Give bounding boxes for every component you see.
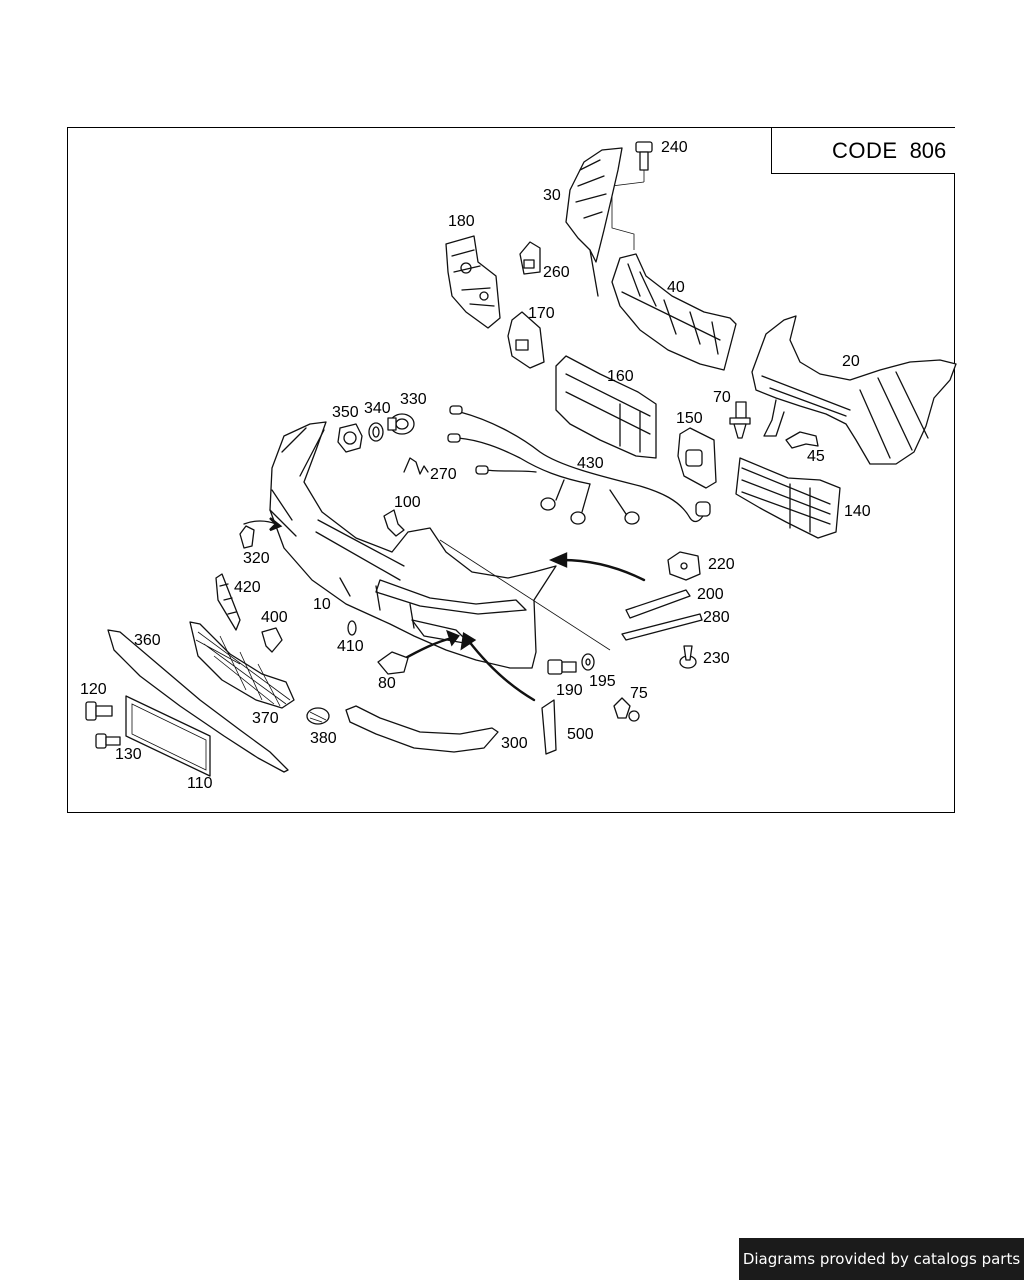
part-400-clip[interactable] xyxy=(261,627,283,653)
part-75-rivet[interactable] xyxy=(613,697,640,722)
part-130-screw[interactable] xyxy=(95,733,121,749)
callout-150[interactable]: 150 xyxy=(676,410,703,427)
callout-360[interactable]: 360 xyxy=(134,632,161,649)
part-195-washer[interactable] xyxy=(581,653,595,671)
part-320-cap[interactable] xyxy=(239,525,255,549)
footer-credit-badge[interactable]: Diagrams provided by catalogs parts xyxy=(739,1238,1024,1280)
part-180-bracket[interactable] xyxy=(445,235,501,329)
part-45-spacer[interactable] xyxy=(785,431,819,449)
callout-20[interactable]: 20 xyxy=(842,353,860,370)
callout-320[interactable]: 320 xyxy=(243,550,270,567)
callout-40[interactable]: 40 xyxy=(667,279,685,296)
callout-350[interactable]: 350 xyxy=(332,404,359,421)
part-10-bumper-cover[interactable] xyxy=(269,421,557,669)
callout-140[interactable]: 140 xyxy=(844,503,871,520)
assembly-arrows xyxy=(243,517,646,702)
callout-110[interactable]: 110 xyxy=(187,775,213,792)
callout-160[interactable]: 160 xyxy=(607,368,634,385)
callout-230[interactable]: 230 xyxy=(703,650,730,667)
part-270-clip[interactable] xyxy=(403,457,429,475)
parts-diagram-frame xyxy=(67,127,955,813)
callout-270[interactable]: 270 xyxy=(430,466,457,483)
callout-170[interactable]: 170 xyxy=(528,305,555,322)
callout-420[interactable]: 420 xyxy=(234,579,261,596)
callout-280[interactable]: 280 xyxy=(703,609,730,626)
part-500-label[interactable] xyxy=(541,699,557,755)
callout-220[interactable]: 220 xyxy=(708,556,735,573)
callout-120[interactable]: 120 xyxy=(80,681,107,698)
callout-75[interactable]: 75 xyxy=(630,685,648,702)
callout-195[interactable]: 195 xyxy=(589,673,616,690)
part-350-sensor-holder[interactable] xyxy=(337,423,363,453)
part-380-cover[interactable] xyxy=(306,707,330,725)
part-430-wiring-harness[interactable] xyxy=(447,405,711,525)
footer-credit-text: Diagrams provided by catalogs parts xyxy=(742,1250,1021,1268)
part-70-rivet[interactable] xyxy=(729,401,751,439)
part-260-clip[interactable] xyxy=(519,241,541,275)
part-30-bracket[interactable] xyxy=(565,147,623,297)
callout-400[interactable]: 400 xyxy=(261,609,288,626)
part-370-mesh-grille[interactable] xyxy=(189,621,295,709)
part-140-grille[interactable] xyxy=(735,457,841,539)
part-280-strip[interactable] xyxy=(621,613,703,641)
callout-180[interactable]: 180 xyxy=(448,213,475,230)
callout-370[interactable]: 370 xyxy=(252,710,279,727)
callout-190[interactable]: 190 xyxy=(556,682,583,699)
callout-260[interactable]: 260 xyxy=(543,264,570,281)
part-230-screw[interactable] xyxy=(679,645,697,669)
callout-330[interactable]: 330 xyxy=(400,391,427,408)
part-170-bracket[interactable] xyxy=(507,311,545,369)
part-150-housing[interactable] xyxy=(677,427,717,489)
callout-200[interactable]: 200 xyxy=(697,586,724,603)
code-label: CODE xyxy=(832,137,898,163)
callout-500[interactable]: 500 xyxy=(567,726,594,743)
part-410-plug[interactable] xyxy=(347,620,357,636)
callout-100[interactable]: 100 xyxy=(394,494,421,511)
code-number: 806 xyxy=(909,137,947,163)
callout-80[interactable]: 80 xyxy=(378,675,396,692)
part-330-sensor[interactable] xyxy=(387,413,415,435)
callout-300[interactable]: 300 xyxy=(501,735,528,752)
part-420-bracket[interactable] xyxy=(215,573,241,631)
part-340-sensor-ring[interactable] xyxy=(368,422,384,442)
part-120-bolt[interactable] xyxy=(85,701,113,721)
part-20-impact-absorber[interactable] xyxy=(751,315,957,465)
part-160-carrier[interactable] xyxy=(555,355,657,459)
callout-70[interactable]: 70 xyxy=(713,389,731,406)
callout-130[interactable]: 130 xyxy=(115,746,142,763)
callout-340[interactable]: 340 xyxy=(364,400,391,417)
callout-380[interactable]: 380 xyxy=(310,730,337,747)
part-80-bracket[interactable] xyxy=(377,651,409,675)
callout-45[interactable]: 45 xyxy=(807,448,825,465)
callout-30[interactable]: 30 xyxy=(543,187,561,204)
callout-240[interactable]: 240 xyxy=(661,139,688,156)
part-220-clip[interactable] xyxy=(667,551,701,581)
callout-10[interactable]: 10 xyxy=(313,596,331,613)
part-100-emblem[interactable] xyxy=(383,509,405,537)
part-40-crossmember[interactable] xyxy=(611,253,737,371)
part-300-trim[interactable] xyxy=(345,705,499,753)
callout-410[interactable]: 410 xyxy=(337,638,364,655)
callout-430[interactable]: 430 xyxy=(577,455,604,472)
code-box: CODE 806 xyxy=(771,128,955,174)
part-110-plate-bracket[interactable] xyxy=(125,695,211,777)
part-360-lower-trim[interactable] xyxy=(107,629,289,773)
part-240-bolt[interactable] xyxy=(611,141,653,250)
part-190-bolt[interactable] xyxy=(547,659,577,675)
part-200-strip[interactable] xyxy=(625,589,691,619)
